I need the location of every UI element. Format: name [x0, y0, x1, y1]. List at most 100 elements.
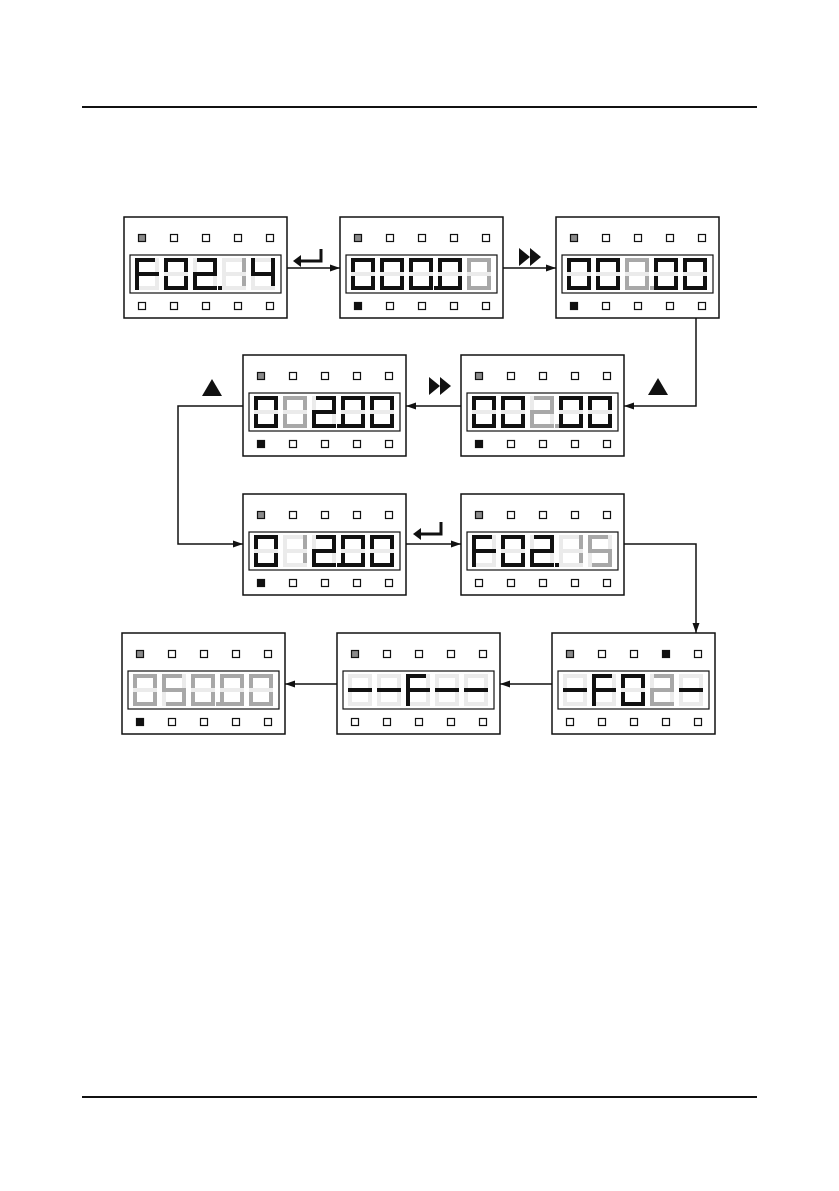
status-led-top-1 [567, 651, 574, 658]
status-led-bottom-2 [384, 719, 391, 726]
status-led-bottom-1 [476, 580, 483, 587]
status-led-bottom-4 [451, 303, 458, 310]
status-led-top-4 [448, 651, 455, 658]
status-led-bottom-4 [354, 441, 361, 448]
status-led-top-5 [265, 651, 272, 658]
status-led-bottom-3 [322, 580, 329, 587]
status-led-top-2 [384, 651, 391, 658]
keypad-panel-p3 [556, 217, 719, 318]
status-led-bottom-4 [233, 719, 240, 726]
up-key-icon [202, 379, 222, 396]
status-led-top-5 [480, 651, 487, 658]
status-led-top-3 [540, 373, 547, 380]
decimal-point [434, 286, 438, 290]
status-led-bottom-3 [540, 441, 547, 448]
status-led-bottom-1 [476, 441, 483, 448]
status-led-bottom-4 [667, 303, 674, 310]
status-led-top-1 [476, 512, 483, 519]
status-led-top-5 [695, 651, 702, 658]
keypad-panel-p4 [461, 355, 624, 456]
keypad-panel-p7 [461, 494, 624, 595]
status-led-bottom-1 [258, 580, 265, 587]
status-led-top-1 [258, 512, 265, 519]
status-led-bottom-3 [201, 719, 208, 726]
status-led-top-4 [572, 512, 579, 519]
keypad-panel-p1 [124, 217, 287, 318]
status-led-bottom-5 [483, 303, 490, 310]
status-led-bottom-5 [604, 441, 611, 448]
status-led-top-1 [139, 235, 146, 242]
status-led-top-3 [540, 512, 547, 519]
status-led-top-2 [508, 512, 515, 519]
up-key-icon [648, 378, 668, 395]
status-led-top-1 [258, 373, 265, 380]
status-led-top-4 [451, 235, 458, 242]
decimal-point [555, 563, 559, 567]
status-led-bottom-1 [258, 441, 265, 448]
status-led-top-3 [419, 235, 426, 242]
status-led-bottom-1 [571, 303, 578, 310]
status-led-top-5 [604, 373, 611, 380]
enter-key-icon [413, 522, 441, 540]
status-led-bottom-2 [290, 441, 297, 448]
status-led-top-4 [354, 512, 361, 519]
status-led-top-5 [699, 235, 706, 242]
enter-key-icon [293, 249, 321, 267]
status-led-top-2 [387, 235, 394, 242]
status-led-bottom-3 [635, 303, 642, 310]
status-led-bottom-5 [267, 303, 274, 310]
keypad-panel-p5 [243, 355, 406, 456]
keypad-panel-p6 [243, 494, 406, 595]
status-led-top-5 [386, 373, 393, 380]
status-led-bottom-1 [137, 719, 144, 726]
status-led-bottom-2 [387, 303, 394, 310]
status-led-top-3 [322, 373, 329, 380]
status-led-top-2 [508, 373, 515, 380]
status-led-top-3 [635, 235, 642, 242]
status-led-top-3 [322, 512, 329, 519]
status-led-top-3 [631, 651, 638, 658]
status-led-bottom-2 [171, 303, 178, 310]
status-led-bottom-5 [695, 719, 702, 726]
status-led-top-4 [663, 651, 670, 658]
status-led-bottom-3 [540, 580, 547, 587]
keypad-panel-p9 [337, 633, 500, 734]
status-led-bottom-2 [603, 303, 610, 310]
status-led-top-2 [169, 651, 176, 658]
status-led-bottom-2 [599, 719, 606, 726]
status-led-top-2 [290, 512, 297, 519]
status-led-top-4 [235, 235, 242, 242]
status-led-top-5 [604, 512, 611, 519]
status-led-bottom-3 [419, 303, 426, 310]
status-led-bottom-5 [604, 580, 611, 587]
status-led-bottom-1 [139, 303, 146, 310]
status-led-top-4 [572, 373, 579, 380]
status-led-bottom-1 [567, 719, 574, 726]
status-led-bottom-4 [663, 719, 670, 726]
decimal-point [337, 424, 341, 428]
status-led-bottom-4 [448, 719, 455, 726]
keypad-panel-p10 [122, 633, 285, 734]
decimal-point [216, 702, 220, 706]
status-led-bottom-3 [631, 719, 638, 726]
decimal-point [555, 424, 559, 428]
status-led-top-1 [137, 651, 144, 658]
status-led-bottom-3 [203, 303, 210, 310]
status-led-top-5 [267, 235, 274, 242]
status-led-bottom-4 [235, 303, 242, 310]
arrow-p5-p6 [178, 406, 243, 544]
status-led-bottom-5 [386, 441, 393, 448]
decimal-point [337, 563, 341, 567]
shift-key-icon [429, 377, 451, 395]
status-led-top-3 [201, 651, 208, 658]
status-led-bottom-1 [355, 303, 362, 310]
decimal-point [218, 286, 222, 290]
decimal-point [650, 286, 654, 290]
shift-key-icon [519, 248, 541, 266]
status-led-bottom-2 [508, 441, 515, 448]
status-led-top-3 [416, 651, 423, 658]
status-led-top-1 [352, 651, 359, 658]
status-led-top-5 [386, 512, 393, 519]
status-led-top-2 [171, 235, 178, 242]
